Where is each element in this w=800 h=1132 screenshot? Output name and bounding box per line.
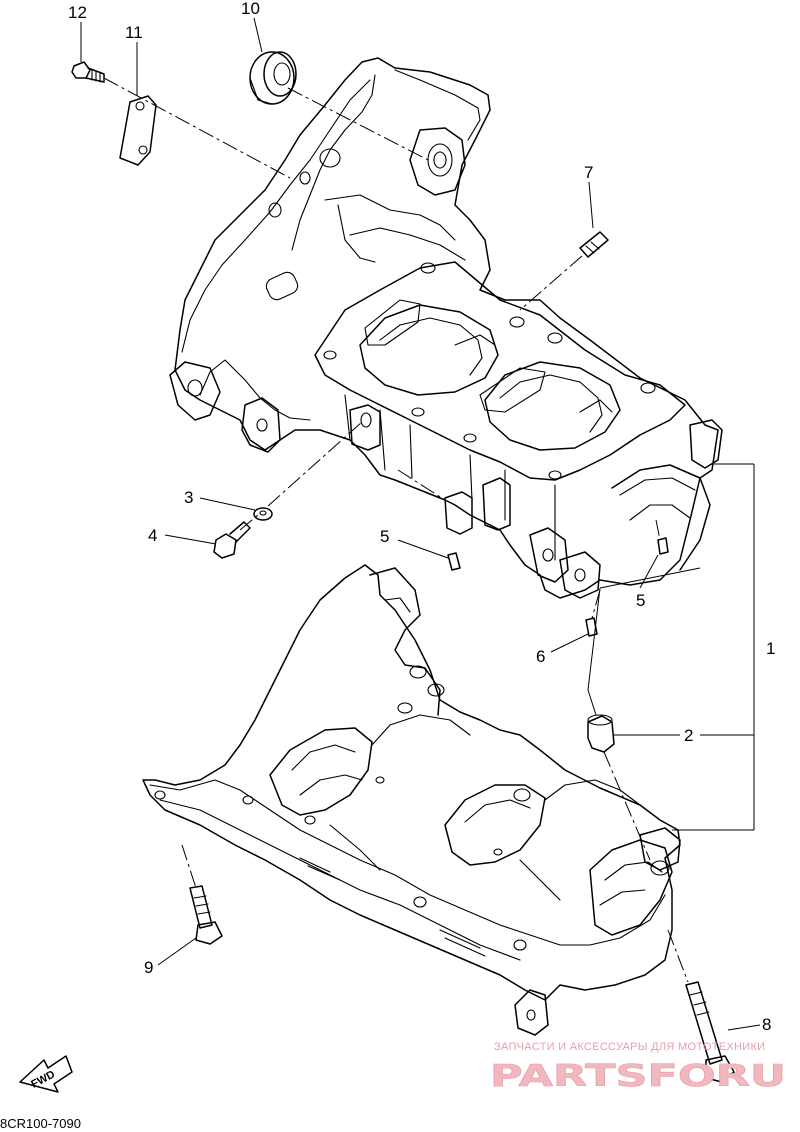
upper-crankcase [169,57,723,599]
pin-part-5b [657,537,669,555]
callout-12: 12 [68,3,87,22]
callout-labels: 12 11 10 7 3 4 5 5 6 1 2 9 8 [68,0,775,1034]
fwd-arrow-icon: FWD [19,1055,73,1093]
callout-7: 7 [584,163,593,182]
bush-part-2 [587,714,615,753]
pin-part-6 [585,617,598,637]
plate-part-11 [119,95,157,166]
callout-5-upper: 5 [380,527,389,546]
callout-3: 3 [184,488,193,507]
callout-4: 4 [148,526,157,545]
watermark-tagline: ЗАПЧАСТИ И АКСЕССУАРЫ ДЛЯ МОТОТЕХНИКИ [494,1041,765,1053]
callout-8: 8 [762,1015,771,1034]
callout-5-right: 5 [636,591,645,610]
bearing-part-10 [249,51,297,105]
callout-10: 10 [241,0,260,18]
bolt-part-8 [685,981,735,1083]
bolt-part-4 [213,521,251,559]
lower-crankcase [142,564,681,1036]
pin-part-5a [447,552,461,571]
callout-9: 9 [144,958,153,977]
assembly-lines [103,77,689,983]
bolt-part-9 [189,885,223,945]
diagram-code: 8CR100-7090 [0,1116,81,1131]
callout-6: 6 [536,647,545,666]
dowel-part-7 [579,231,609,258]
watermark: ЗАПЧАСТИ И АКСЕССУАРЫ ДЛЯ МОТОТЕХНИКИ PA… [490,1041,787,1094]
callout-1: 1 [766,639,775,658]
leader-lines [80,17,761,1031]
watermark-brand: PARTSFORU [490,1059,786,1094]
callout-2: 2 [684,726,693,745]
bolt-part-12 [71,61,105,83]
washer-part-3 [253,507,273,521]
callout-11: 11 [125,23,143,42]
